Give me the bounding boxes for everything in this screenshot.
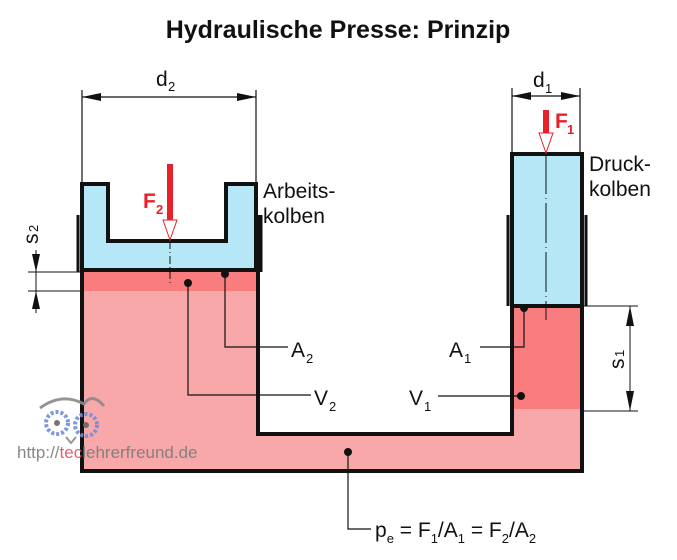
dimension-d1: d 1 xyxy=(511,69,581,154)
label-v2-sub: 2 xyxy=(329,399,336,414)
label-arbeitskolben-1: Arbeits- xyxy=(263,180,335,203)
leader-a2: A 2 xyxy=(221,270,313,366)
label-a1-sub: 1 xyxy=(464,351,471,366)
leader-pressure xyxy=(344,448,371,530)
force-f2-arrow: F 2 xyxy=(143,164,178,242)
label-v2: V xyxy=(314,387,328,410)
label-s2: s xyxy=(20,234,43,245)
leader-v1: V 1 xyxy=(409,387,525,414)
leader-v2: V 2 xyxy=(184,279,336,414)
dimension-d2: d 2 xyxy=(81,68,257,184)
watermark: http://teclehrerfreund.de xyxy=(17,397,198,462)
volume-v2-region xyxy=(82,272,258,291)
label-d1: d xyxy=(533,69,545,92)
diagram-title: Hydraulische Presse: Prinzip xyxy=(166,16,511,44)
leader-a1: A 1 xyxy=(449,304,528,366)
force-f1-arrow: F 1 xyxy=(538,110,574,155)
label-a1: A xyxy=(449,339,463,362)
owl-gears-logo-icon xyxy=(39,397,106,445)
label-f1: F xyxy=(555,110,568,133)
label-druckkolben-2: kolben xyxy=(589,178,651,201)
label-a2: A xyxy=(291,339,305,362)
label-s1-sub: 1 xyxy=(612,350,627,357)
working-piston xyxy=(80,182,258,272)
pressure-formula: pe = F1/A1 = F2/A2 xyxy=(375,519,536,546)
container-outline xyxy=(80,215,584,473)
label-f1-sub: 1 xyxy=(567,122,574,137)
label-d2-sub: 2 xyxy=(168,79,175,94)
label-f2-sub: 2 xyxy=(156,202,163,217)
label-d2: d xyxy=(156,68,168,91)
label-a2-sub: 2 xyxy=(306,351,313,366)
dimension-s1: s 1 xyxy=(582,305,638,412)
fluid-body xyxy=(82,272,582,471)
label-v1: V xyxy=(409,387,423,410)
label-v1-sub: 1 xyxy=(424,399,431,414)
pressure-piston xyxy=(510,152,584,308)
label-s2-sub: 2 xyxy=(26,225,41,232)
dimension-s2: s 2 xyxy=(20,225,82,313)
label-f2: F xyxy=(143,190,156,213)
label-arbeitskolben-2: kolben xyxy=(263,205,325,228)
label-druckkolben-1: Druck- xyxy=(589,153,651,176)
label-d1-sub: 1 xyxy=(545,81,552,96)
watermark-url: http://teclehrerfreund.de xyxy=(17,443,198,462)
label-s1: s xyxy=(606,359,629,370)
